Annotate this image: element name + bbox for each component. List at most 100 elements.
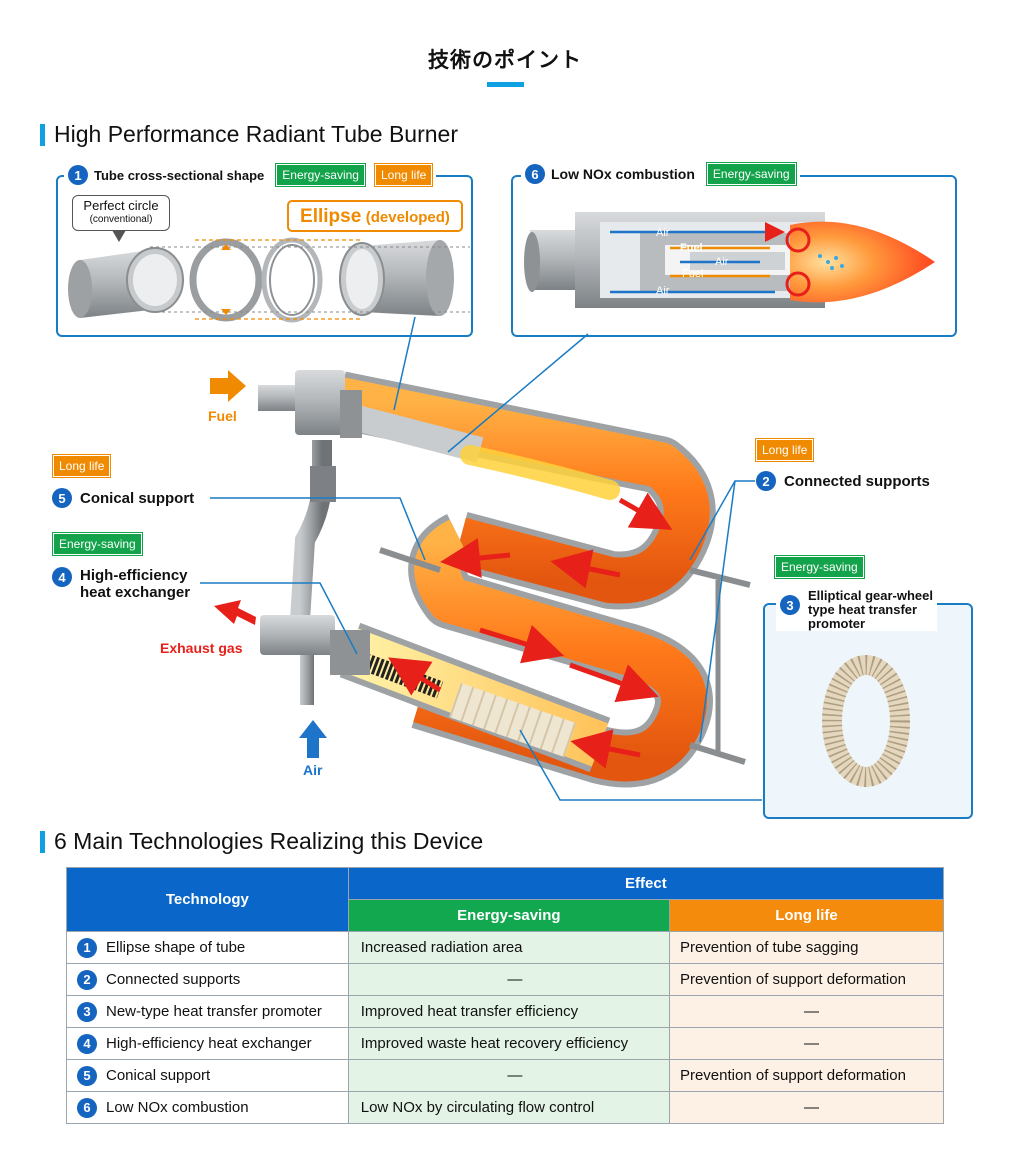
col-effect: Effect (347, 867, 945, 900)
title-underline (487, 82, 524, 87)
heat-exchanger-line2: heat exchanger (80, 584, 191, 601)
panel3-title: Elliptical gear-wheel type heat transfer… (808, 589, 933, 631)
ellipse-sub: (developed) (365, 209, 450, 226)
energy-effect: Low NOx by circulating flow control (347, 1091, 670, 1124)
number-badge: 6 (77, 1097, 97, 1118)
life-effect: Prevention of support deformation (668, 1059, 945, 1092)
c4-tag-wrap: Energy-saving (52, 532, 143, 556)
fuel-arrow (210, 370, 246, 402)
col-technology: Technology (66, 867, 349, 932)
heat-exchanger-callout: 4 High-efficiency heat exchanger (52, 567, 190, 601)
fuel-top-label: Fuel (680, 242, 703, 254)
connected-supports-callout: 2 Connected supports (756, 471, 930, 491)
panel3-title-line1: Elliptical gear-wheel (808, 588, 933, 603)
fuel-bottom-label: Fuel (682, 268, 704, 280)
tube-cross-section-graphic (68, 237, 470, 323)
heat-exchanger-line1: High-efficiency (80, 567, 188, 584)
fuel-label: Fuel (208, 408, 237, 424)
panel6-title: Low NOx combustion (551, 166, 695, 182)
panel-low-nox (511, 175, 957, 337)
number-badge: 1 (77, 937, 97, 958)
air-mid-label: Air (715, 256, 729, 268)
energy-saving-tag: Energy-saving (275, 163, 366, 187)
tech-name: Low NOx combustion (106, 1099, 249, 1116)
bubble-tail (112, 230, 126, 242)
heading-bar (40, 830, 45, 853)
energy-effect: — (347, 963, 670, 996)
panel1-header: 1 Tube cross-sectional shape Energy-savi… (64, 163, 437, 187)
long-life-tag: Long life (754, 438, 815, 462)
energy-saving-tag: Energy-saving (705, 162, 797, 186)
exhaust-gas-label: Exhaust gas (160, 640, 243, 656)
ellipse-main: Ellipse (300, 206, 362, 227)
section-heading-text: High Performance Radiant Tube Burner (54, 121, 458, 147)
number-badge: 4 (77, 1033, 97, 1054)
number-badge: 2 (756, 471, 776, 491)
exhaust-arrow (214, 600, 256, 625)
c5-tag-wrap: Long life (51, 454, 112, 478)
section-heading-burner: High Performance Radiant Tube Burner (40, 121, 458, 148)
table-row: 6 Low NOx combustion Low NOx by circulati… (66, 1091, 945, 1124)
number-badge: 2 (77, 969, 97, 990)
number-badge: 4 (52, 567, 72, 587)
technologies-table: Technology Effect Energy-saving Long lif… (66, 867, 945, 1124)
conical-support-label: Conical support (80, 489, 195, 507)
connected-supports-label: Connected supports (784, 472, 930, 490)
ellipse-developed-bubble: Ellipse (developed) (287, 200, 463, 232)
long-life-tag: Long life (373, 163, 434, 187)
burner-piping (258, 370, 370, 705)
page-title: 技術のポイント (428, 48, 582, 72)
heading-bar (40, 123, 45, 146)
bubble-line2: (conventional) (89, 214, 153, 225)
promoter-ring-graphic (822, 655, 910, 787)
air-arrow (299, 720, 327, 758)
energy-effect: — (347, 1059, 670, 1092)
panel3-title-line3: promoter (808, 616, 866, 631)
energy-effect: Improved waste heat recovery efficiency (347, 1027, 670, 1060)
tech-name: New-type heat transfer promoter (106, 1003, 322, 1020)
radiant-tube (334, 371, 716, 788)
c2-tag-wrap: Long life (754, 438, 815, 462)
table-row: 1 Ellipse shape of tube Increased radiati… (66, 931, 945, 964)
perfect-circle-bubble: Perfect circle (conventional) (72, 195, 170, 231)
panel1-title: Tube cross-sectional shape (94, 167, 265, 183)
air-label: Air (303, 762, 323, 778)
energy-saving-tag: Energy-saving (52, 532, 143, 556)
bubble-line1: Perfect circle (83, 198, 159, 213)
life-effect: — (668, 1027, 945, 1060)
col-energy-saving: Energy-saving (347, 899, 670, 932)
panel3-title-line2: type heat transfer (808, 602, 918, 617)
long-life-tag: Long life (51, 454, 112, 478)
heat-exchanger-label: High-efficiency heat exchanger (80, 567, 190, 601)
panel6-header: 6 Low NOx combustion Energy-saving (521, 162, 800, 186)
section-heading-text: 6 Main Technologies Realizing this Devic… (54, 828, 484, 854)
tech-name: Ellipse shape of tube (106, 939, 246, 956)
life-effect: Prevention of support deformation (668, 963, 945, 996)
tech-name: High-efficiency heat exchanger (106, 1035, 312, 1052)
tech-name: Conical support (106, 1067, 211, 1084)
col-long-life: Long life (668, 899, 945, 932)
energy-saving-tag: Energy-saving (774, 555, 865, 579)
energy-effect: Increased radiation area (347, 931, 670, 964)
table-row: 4 High-efficiency heat exchanger Improved… (66, 1027, 945, 1060)
table-row: 2 Connected supports — Prevention of supp… (66, 963, 945, 996)
callout-lines (200, 316, 762, 801)
number-badge: 6 (525, 164, 545, 184)
air-bottom-label: Air (656, 285, 670, 297)
number-badge: 3 (780, 595, 800, 615)
number-badge: 5 (52, 488, 72, 508)
number-badge: 1 (68, 165, 88, 185)
low-nox-burner-graphic (524, 212, 935, 308)
section-heading-technologies: 6 Main Technologies Realizing this Devic… (40, 828, 483, 855)
life-effect: — (668, 1091, 945, 1124)
panel3-tag-wrap: Energy-saving (774, 555, 865, 579)
air-top-label: Air (656, 227, 670, 239)
number-badge: 3 (77, 1001, 97, 1022)
conical-support-callout: 5 Conical support (52, 488, 194, 508)
life-effect: — (668, 995, 945, 1028)
number-badge: 5 (77, 1065, 97, 1086)
tech-name: Connected supports (106, 971, 241, 988)
burner-diagram (68, 212, 935, 801)
table-row: 5 Conical support — Prevention of support… (66, 1059, 945, 1092)
